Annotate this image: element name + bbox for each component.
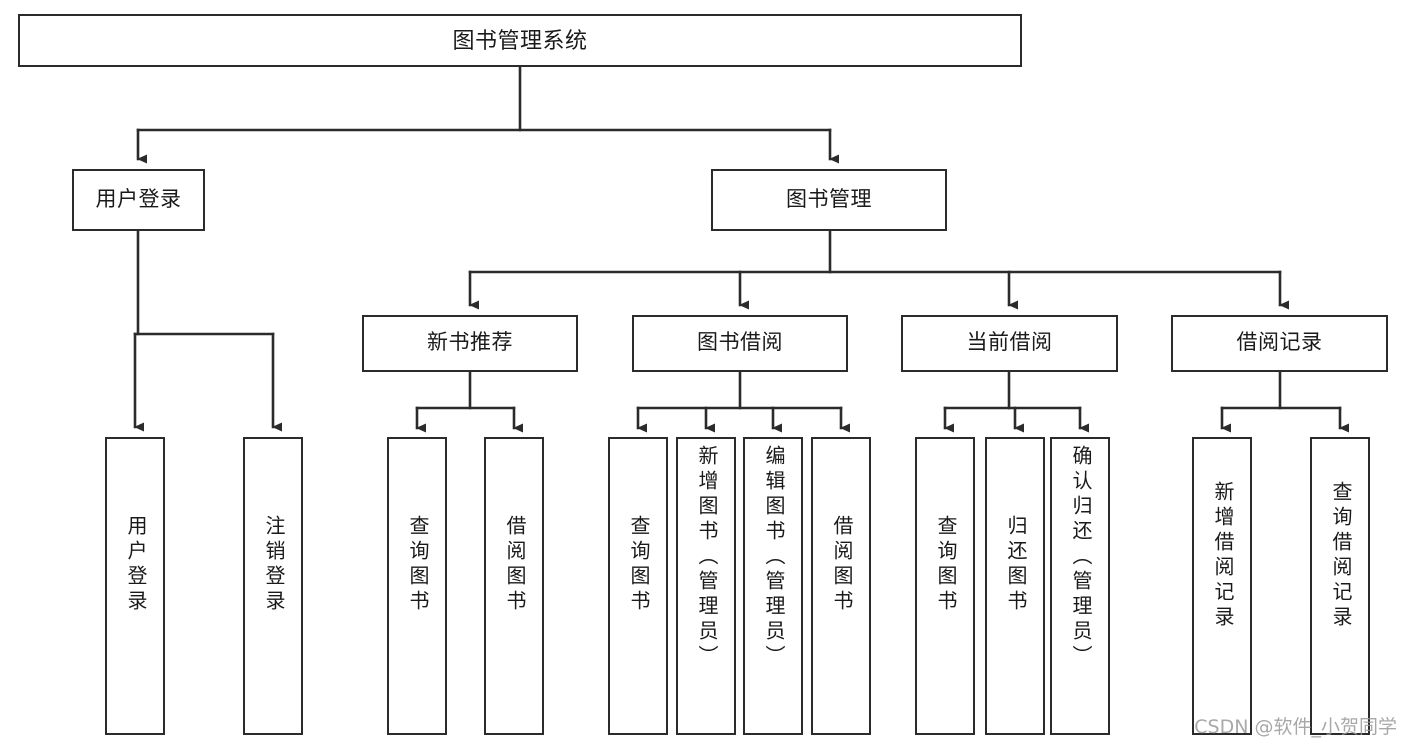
node-label: 新增图书（管理员）	[695, 445, 717, 670]
node-level2-0: 用户登录	[72, 169, 205, 231]
node-label: 编辑图书（管理员）	[762, 445, 784, 670]
node-label: 图书管理系统	[452, 27, 588, 53]
node-label: 用户登录	[95, 187, 182, 211]
node-level3-1: 图书借阅	[632, 315, 848, 372]
node-leaf-9: 归还图书	[985, 437, 1045, 735]
node-level3-3: 借阅记录	[1171, 315, 1388, 372]
node-label: 查询图书	[406, 515, 428, 615]
node-label: 查询图书	[627, 515, 649, 615]
node-label: 当前借阅	[966, 331, 1053, 355]
node-leaf-6: 编辑图书（管理员）	[743, 437, 803, 735]
node-leaf-12: 查询借阅记录	[1310, 437, 1370, 735]
node-label: 借阅记录	[1236, 331, 1323, 355]
node-label: 图书管理	[786, 187, 872, 211]
node-root: 图书管理系统	[18, 14, 1022, 67]
node-label: 图书借阅	[697, 331, 783, 355]
node-label: 新书推荐	[427, 331, 513, 355]
node-label: 新增借阅记录	[1211, 481, 1233, 631]
node-level3-0: 新书推荐	[362, 315, 578, 372]
node-label: 查询图书	[934, 515, 956, 615]
node-leaf-5: 新增图书（管理员）	[676, 437, 736, 735]
node-level3-2: 当前借阅	[901, 315, 1118, 372]
node-leaf-11: 新增借阅记录	[1192, 437, 1252, 735]
node-leaf-10: 确认归还（管理员）	[1050, 437, 1110, 735]
node-leaf-4: 查询图书	[608, 437, 668, 735]
node-label: 借阅图书	[830, 515, 852, 615]
node-label: 用户登录	[124, 515, 146, 615]
node-label: 借阅图书	[503, 515, 525, 615]
node-leaf-7: 借阅图书	[811, 437, 871, 735]
node-leaf-0: 用户登录	[105, 437, 165, 735]
node-label: 查询借阅记录	[1329, 481, 1351, 631]
node-leaf-3: 借阅图书	[484, 437, 544, 735]
node-leaf-2: 查询图书	[387, 437, 447, 735]
node-leaf-8: 查询图书	[915, 437, 975, 735]
csdn-watermark: CSDN @软件_小贺同学	[1194, 716, 1397, 738]
node-leaf-1: 注销登录	[243, 437, 303, 735]
node-label: 注销登录	[262, 515, 284, 615]
node-level2-1: 图书管理	[711, 169, 947, 231]
node-label: 归还图书	[1004, 515, 1026, 615]
node-label: 确认归还（管理员）	[1069, 445, 1091, 670]
